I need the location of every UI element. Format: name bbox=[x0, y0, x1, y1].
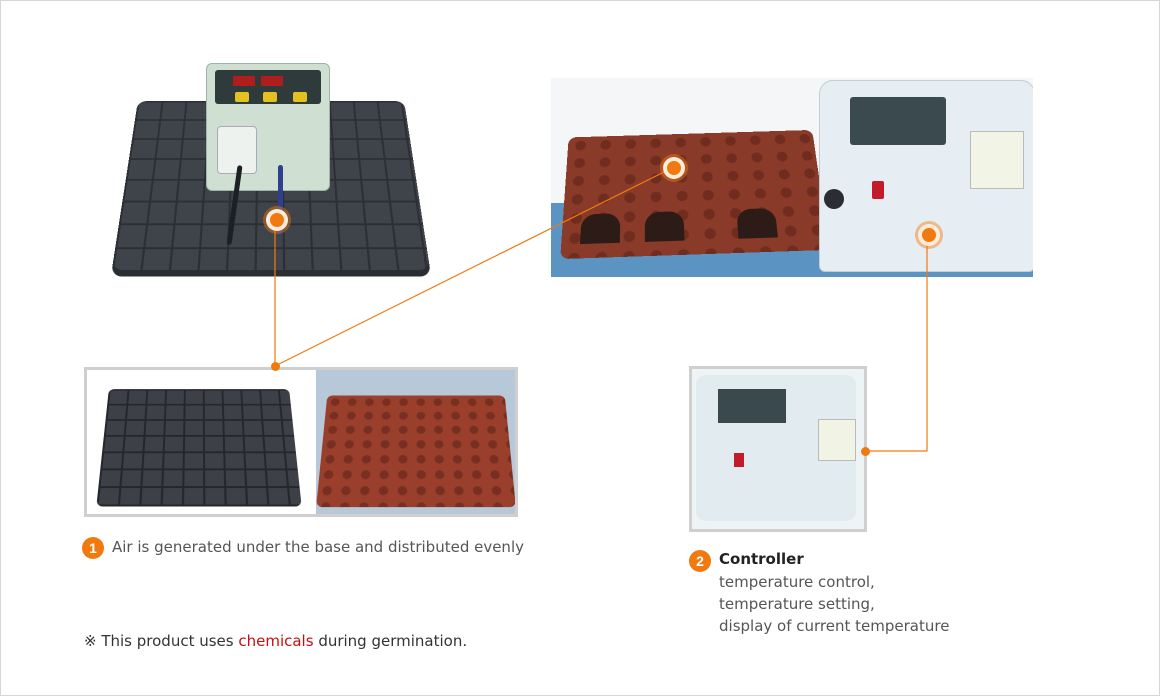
callout-marker bbox=[663, 157, 685, 179]
caption-controller-title: Controller bbox=[719, 550, 804, 568]
number-badge-2: 2 bbox=[689, 550, 711, 572]
caption-controller-line: temperature setting, bbox=[719, 595, 875, 613]
caption-air-distribution: Air is generated under the base and dist… bbox=[112, 538, 524, 556]
callout-line-2 bbox=[275, 168, 672, 366]
note-prefix: ※ This product uses bbox=[84, 632, 238, 650]
callout-dot bbox=[271, 362, 280, 371]
number-badge-1: 1 bbox=[82, 537, 104, 559]
callout-line-3 bbox=[866, 234, 927, 451]
callout-marker bbox=[918, 224, 940, 246]
caption-controller-line: temperature control, bbox=[719, 573, 875, 591]
note-suffix: during germination. bbox=[314, 632, 468, 650]
caption-controller-line: display of current temperature bbox=[719, 617, 949, 635]
chemical-note: ※ This product uses chemicals during ger… bbox=[84, 632, 467, 650]
callout-marker bbox=[266, 209, 288, 231]
callout-dot bbox=[861, 447, 870, 456]
note-highlight: chemicals bbox=[238, 632, 313, 650]
